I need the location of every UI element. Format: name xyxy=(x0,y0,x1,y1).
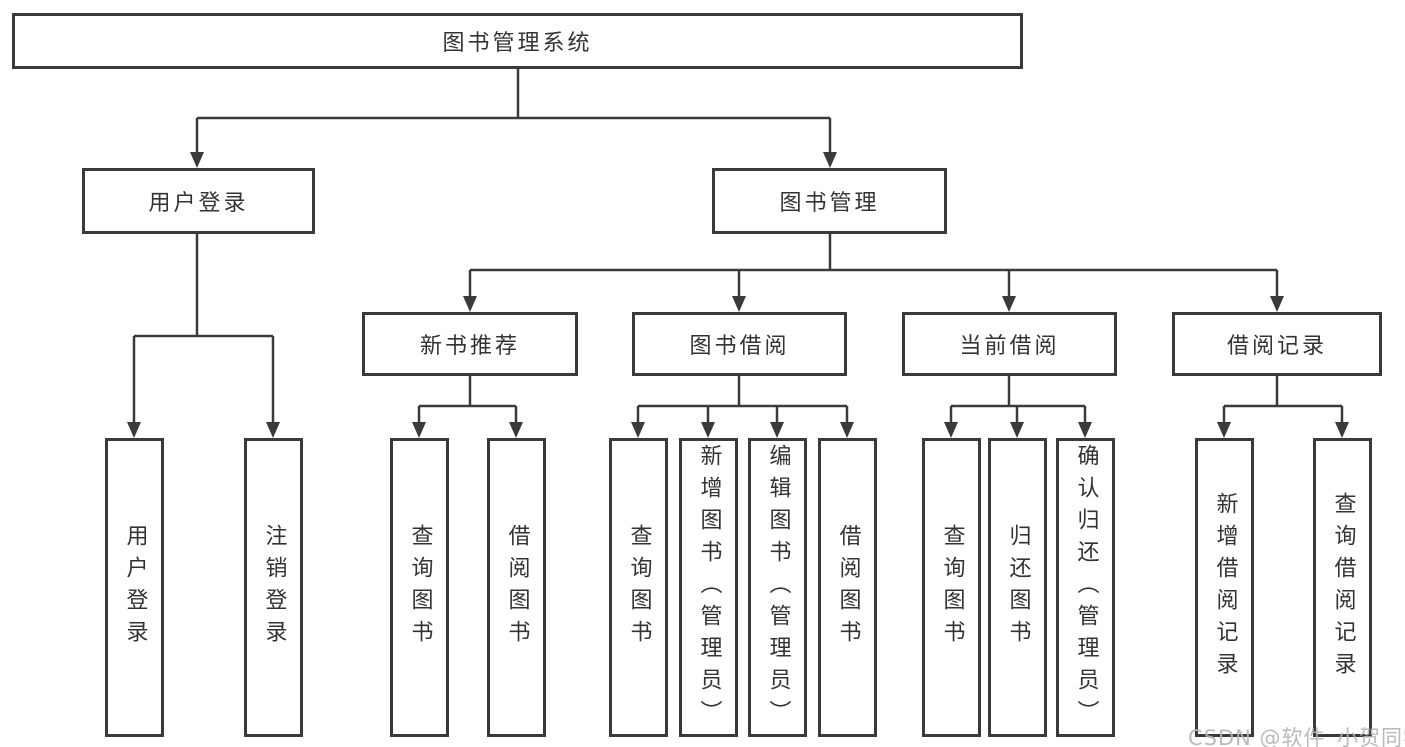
node-new-book-recommendation: 新书推荐 xyxy=(362,312,578,376)
node-label: 新书推荐 xyxy=(419,334,520,359)
leaf-label: 确认归还（管理员） xyxy=(1073,443,1099,732)
node-book-management: 图书管理 xyxy=(712,168,947,234)
leaf-label: 新增图书（管理员） xyxy=(696,443,722,732)
leaf-borrow-books: 借阅图书 xyxy=(818,438,877,737)
node-library-management-system: 图书管理系统 xyxy=(12,13,1023,69)
leaf-logout: 注销登录 xyxy=(244,438,303,737)
node-label: 图书管理系统 xyxy=(442,31,593,56)
leaf-query-books-current: 查询图书 xyxy=(922,438,981,737)
leaf-borrow-books-newbook: 借阅图书 xyxy=(487,438,546,737)
leaf-label: 借阅图书 xyxy=(504,523,530,652)
leaf-query-books-newbook: 查询图书 xyxy=(390,438,449,737)
leaf-label: 编辑图书（管理员） xyxy=(765,443,791,732)
leaf-add-books-admin: 新增图书（管理员） xyxy=(679,438,738,737)
leaf-label: 查询图书 xyxy=(939,523,965,652)
node-book-borrowing: 图书借阅 xyxy=(632,312,847,376)
node-label: 图书借阅 xyxy=(689,334,790,359)
csdn-watermark: CSDN @软件_小贺同学 xyxy=(1188,726,1405,747)
leaf-label: 查询图书 xyxy=(407,523,433,652)
leaf-label: 新增借阅记录 xyxy=(1212,491,1238,684)
leaf-label: 注销登录 xyxy=(261,523,287,652)
node-label: 图书管理 xyxy=(779,191,880,216)
connector-lines xyxy=(132,68,1344,424)
leaf-label: 用户登录 xyxy=(122,523,148,652)
leaf-user-login: 用户登录 xyxy=(105,438,164,737)
node-label: 用户登录 xyxy=(148,191,249,216)
leaf-label: 查询借阅记录 xyxy=(1330,491,1356,684)
leaf-label: 归还图书 xyxy=(1005,523,1031,652)
leaf-edit-books-admin: 编辑图书（管理员） xyxy=(748,438,807,737)
node-label: 当前借阅 xyxy=(959,334,1060,359)
node-current-borrowing: 当前借阅 xyxy=(902,312,1117,376)
leaf-query-borrow-record: 查询借阅记录 xyxy=(1313,438,1372,737)
node-user-login: 用户登录 xyxy=(82,168,315,234)
leaf-label: 借阅图书 xyxy=(835,523,861,652)
leaf-add-borrow-record: 新增借阅记录 xyxy=(1195,438,1254,737)
leaf-return-books: 归还图书 xyxy=(988,438,1047,737)
node-label: 借阅记录 xyxy=(1226,334,1327,359)
node-borrowing-records: 借阅记录 xyxy=(1172,312,1382,376)
leaf-confirm-return-admin: 确认归还（管理员） xyxy=(1056,438,1115,737)
leaf-query-books-borrow: 查询图书 xyxy=(609,438,668,737)
leaf-label: 查询图书 xyxy=(626,523,652,652)
